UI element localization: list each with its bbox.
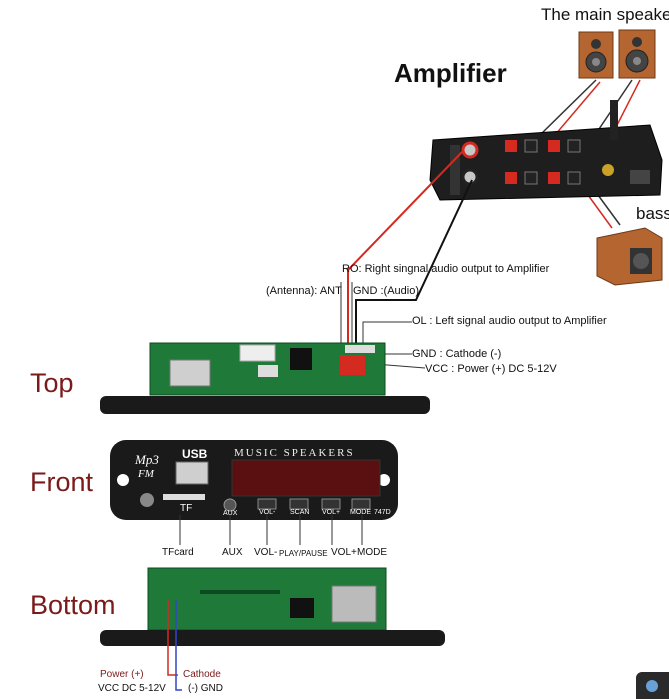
- power-vcc-label: VCC DC 5-12V: [98, 683, 166, 694]
- vol-plus-key-label: VOL+: [322, 509, 341, 516]
- power-label: Power (+): [100, 669, 144, 680]
- main-speaker-right: [618, 29, 656, 79]
- amplifier-title: Amplifier: [394, 58, 507, 88]
- front-label-aux: AUX: [222, 547, 243, 558]
- amplifier-unit: [429, 100, 663, 201]
- bass-speaker: [596, 227, 663, 286]
- section-top-label: Top: [30, 368, 74, 398]
- ant-callout: (Antenna): ANT: [266, 285, 342, 297]
- bottom-module: [100, 567, 445, 646]
- logo-mp3: Mp3: [135, 452, 159, 467]
- vcc-callout: VCC : Power (+) DC 5-12V: [425, 363, 557, 375]
- ro-callout: RO: Right singnal audio output to Amplif…: [342, 263, 550, 275]
- bass-label: bass: [636, 204, 669, 223]
- mode-key-label: MODE: [350, 509, 371, 516]
- front-label-vol-minus: VOL-: [254, 547, 278, 558]
- corner-badge-icon[interactable]: [636, 672, 669, 699]
- section-bottom-label: Bottom: [30, 590, 116, 620]
- ol-callout: OL : Left signal audio output to Amplifi…: [412, 315, 607, 327]
- model-number: 747D: [374, 509, 391, 516]
- front-label-play-pause: PLAY/PAUSE: [279, 549, 328, 558]
- tf-slot-label: TF: [180, 503, 193, 514]
- gnd-cathode-callout: GND : Cathode (-): [412, 348, 502, 360]
- front-panel: [110, 440, 398, 520]
- aux-jack-label: AUX: [223, 510, 238, 517]
- front-label-vol-plus: VOL+: [331, 547, 357, 558]
- logo-fm: FM: [138, 468, 154, 480]
- main-speaker-label: The main speake: [541, 5, 669, 24]
- gnd-audio-callout: GND :(Audio): [353, 285, 420, 297]
- cathode-label: Cathode: [183, 669, 221, 680]
- front-label-tfcard: TFcard: [162, 547, 194, 558]
- front-label-mode: MODE: [357, 547, 387, 558]
- usb-port-label: USB: [182, 447, 208, 461]
- cathode-gnd-label: (-) GND: [188, 683, 223, 694]
- scan-key-label: SCAN: [290, 509, 310, 516]
- top-module: [100, 342, 430, 414]
- section-front-label: Front: [30, 467, 94, 497]
- display-text: MUSIC SPEAKERS: [234, 447, 355, 459]
- main-speaker-left: [578, 31, 614, 79]
- vol-minus-key-label: VOL-: [259, 509, 276, 516]
